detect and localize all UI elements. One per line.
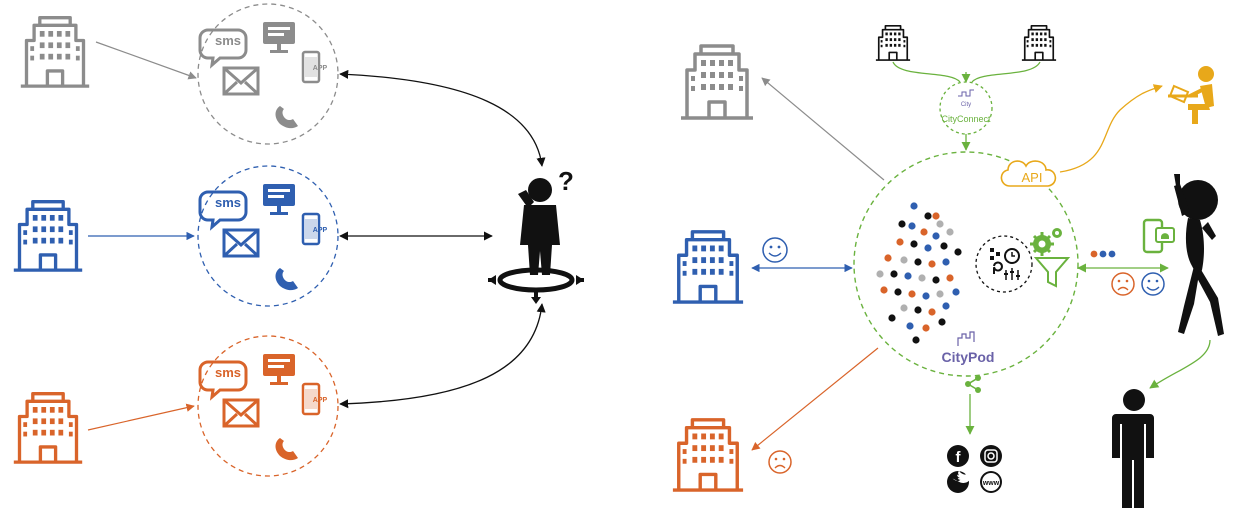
gear-filter-icon — [1030, 228, 1068, 286]
data-dot-cloud — [876, 202, 961, 343]
app-label: APP — [313, 65, 328, 72]
sms-label: sms — [215, 365, 241, 380]
data-dot — [900, 256, 907, 263]
data-dot — [942, 302, 949, 309]
api-label: API — [1022, 170, 1043, 185]
worker-at-laptop-icon — [1168, 66, 1214, 124]
data-dot — [884, 254, 891, 261]
top-right-small-building-icon — [1022, 26, 1056, 60]
data-dot — [928, 308, 935, 315]
api-cloud: API — [1001, 161, 1055, 186]
data-dot — [896, 238, 903, 245]
data-dot — [924, 212, 931, 219]
data-dot — [914, 258, 921, 265]
data-dot — [888, 314, 895, 321]
citypod-logo: CityPod — [942, 332, 995, 365]
data-dot — [876, 270, 883, 277]
gray-building-arrow — [96, 42, 196, 78]
data-dot — [924, 244, 931, 251]
data-dot — [920, 228, 927, 235]
standing-person-icon — [1112, 389, 1154, 508]
data-dot — [908, 290, 915, 297]
gray-to-person-arrow — [340, 74, 542, 166]
data-dot — [908, 222, 915, 229]
share-icon — [965, 375, 981, 393]
app-label: APP — [313, 227, 328, 234]
data-dot — [890, 270, 897, 277]
dancer-to-person-arrow — [1150, 340, 1210, 388]
process-icons-node — [976, 236, 1032, 292]
data-dot — [914, 306, 921, 313]
sms-label: sms — [215, 33, 241, 48]
data-dot — [932, 212, 939, 219]
data-dot — [900, 304, 907, 311]
right-blue-building-icon — [673, 232, 743, 302]
data-dot — [938, 318, 945, 325]
data-dot — [880, 286, 887, 293]
data-dot — [922, 292, 929, 299]
right-gray-building-icon — [681, 46, 753, 118]
www-icon: www — [982, 480, 1000, 487]
gray-channel-cluster: sms APP — [198, 4, 338, 144]
blue-building-icon — [14, 202, 82, 270]
data-dot — [932, 276, 939, 283]
data-dot — [946, 274, 953, 281]
frown-face-icon — [769, 451, 791, 473]
data-dot — [894, 288, 901, 295]
data-dot — [954, 248, 961, 255]
question-mark: ? — [558, 166, 574, 196]
frown-face-icon — [1112, 273, 1134, 295]
data-dot — [910, 202, 917, 209]
data-dot — [906, 322, 913, 329]
orange-to-person-arrow — [340, 304, 542, 404]
typing-dots-icon — [1091, 251, 1116, 258]
cityconnect-label: CityConnect — [941, 114, 991, 124]
data-dot — [912, 336, 919, 343]
phone-notification-icon — [1144, 220, 1174, 252]
sms-label: sms — [215, 195, 241, 210]
smile-face-icon — [763, 238, 787, 262]
right-orange-building-icon — [673, 420, 743, 490]
app-label: APP — [313, 397, 328, 404]
dancing-person-icon — [1174, 174, 1224, 336]
cityconnect-node: City CityConnect — [940, 82, 992, 134]
orange-channel-cluster: sms APP — [198, 336, 338, 476]
data-dot — [936, 220, 943, 227]
citypod-logo-text: CityPod — [942, 349, 995, 365]
data-dot — [952, 288, 959, 295]
data-dot — [898, 220, 905, 227]
confused-person-icon: ? — [488, 166, 584, 304]
data-dot — [942, 258, 949, 265]
data-dot — [940, 242, 947, 249]
data-dot — [922, 324, 929, 331]
social-media-icons: f www — [947, 445, 1002, 493]
orange-building-arrow — [88, 406, 194, 430]
data-dot — [932, 232, 939, 239]
circle-to-gray-building-arrow — [762, 78, 884, 180]
top-left-small-building-icon — [876, 26, 910, 60]
gray-building-icon — [21, 18, 89, 86]
data-dot — [904, 272, 911, 279]
smile-face-icon — [1142, 273, 1164, 295]
data-dot — [946, 228, 953, 235]
api-to-worker-arrow — [1060, 86, 1162, 172]
circle-to-orange-building-arrow — [752, 348, 878, 450]
cityconnect-logo-text: City — [961, 102, 971, 108]
data-dot — [928, 260, 935, 267]
data-dot — [918, 274, 925, 281]
data-dot — [910, 240, 917, 247]
data-dot — [936, 290, 943, 297]
blue-channel-cluster: sms APP — [198, 166, 338, 306]
orange-building-icon — [14, 394, 82, 462]
